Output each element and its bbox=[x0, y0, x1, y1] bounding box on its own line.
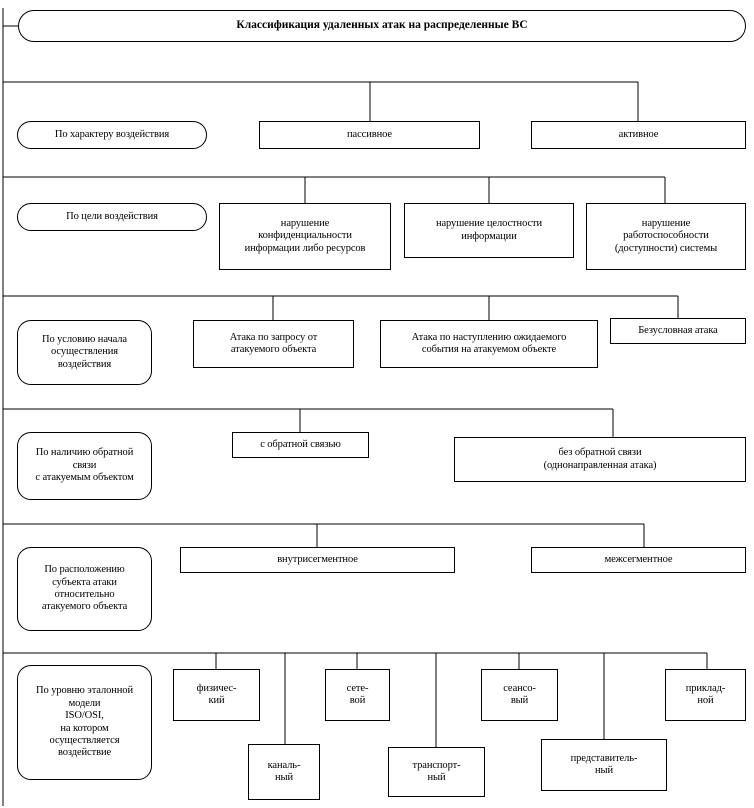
criterion-4-label: По наличию обратной связи с атакуемым об… bbox=[35, 447, 134, 484]
criterion-3: По условию начала осуществления воздейст… bbox=[17, 320, 152, 385]
option-3-1-label: Атака по запросу от атакуемого объекта bbox=[229, 331, 318, 355]
option-6-1: физичес- кий bbox=[173, 669, 260, 721]
option-6-6-label: представитель- ный bbox=[570, 752, 638, 776]
option-5-1-label: внутрисегментное bbox=[277, 553, 358, 565]
option-4-2-label: без обратной связи (однонаправленная ата… bbox=[543, 447, 657, 471]
option-1-2-label: активное bbox=[618, 128, 659, 140]
criterion-3-label: По условию начала осуществления воздейст… bbox=[42, 333, 127, 370]
option-6-6: представитель- ный bbox=[541, 739, 667, 791]
option-5-1: внутрисегментное bbox=[180, 547, 455, 573]
option-1-2: активное bbox=[531, 121, 746, 149]
option-6-4-label: транспорт- ный bbox=[412, 759, 461, 783]
option-6-3-label: сете- вой bbox=[346, 682, 369, 706]
option-6-5: сеансо- вый bbox=[481, 669, 558, 721]
criterion-5: По расположению субъекта атаки относител… bbox=[17, 547, 152, 631]
option-6-5-label: сеансо- вый bbox=[503, 682, 536, 706]
option-1-1-label: пассивное bbox=[347, 128, 392, 140]
option-6-3: сете- вой bbox=[325, 669, 390, 721]
option-2-3: нарушение работоспособности (доступности… bbox=[586, 203, 746, 270]
option-5-2: межсегментное bbox=[531, 547, 746, 573]
option-2-1: нарушение конфиденциальности информации … bbox=[219, 203, 391, 270]
option-6-7: приклад- ной bbox=[665, 669, 746, 721]
option-4-1-label: с обратной связью bbox=[260, 438, 341, 450]
diagram-title-label: Классификация удаленных атак на распреде… bbox=[236, 19, 528, 32]
diagram-title: Классификация удаленных атак на распреде… bbox=[18, 10, 746, 42]
criterion-6: По уровню эталонной модели ISO/OSI, на к… bbox=[17, 665, 152, 780]
option-3-2-label: Атака по наступлению ожидаемого события … bbox=[411, 331, 567, 355]
option-2-3-label: нарушение работоспособности (доступности… bbox=[614, 217, 718, 254]
criterion-1-label: По характеру воздействия bbox=[54, 128, 170, 140]
option-3-2: Атака по наступлению ожидаемого события … bbox=[380, 320, 598, 368]
criterion-2-label: По цели воздействия bbox=[66, 210, 158, 222]
option-2-2: нарушение целостности информации bbox=[404, 203, 574, 258]
option-4-1: с обратной связью bbox=[232, 432, 369, 458]
criterion-4: По наличию обратной связи с атакуемым об… bbox=[17, 432, 152, 500]
criterion-6-label: По уровню эталонной модели ISO/OSI, на к… bbox=[36, 685, 133, 759]
option-2-1-label: нарушение конфиденциальности информации … bbox=[244, 217, 366, 254]
option-5-2-label: межсегментное bbox=[604, 553, 673, 565]
option-3-3-label: Безусловная атака bbox=[638, 324, 718, 336]
criterion-1: По характеру воздействия bbox=[17, 121, 207, 149]
option-2-2-label: нарушение целостности информации bbox=[435, 218, 543, 242]
option-3-1: Атака по запросу от атакуемого объекта bbox=[193, 320, 354, 368]
option-6-1-label: физичес- кий bbox=[196, 682, 237, 706]
option-3-3: Безусловная атака bbox=[610, 318, 746, 344]
criterion-2: По цели воздействия bbox=[17, 203, 207, 231]
criterion-5-label: По расположению субъекта атаки относител… bbox=[41, 564, 128, 613]
option-6-2-label: каналь- ный bbox=[267, 759, 301, 783]
option-6-2: каналь- ный bbox=[248, 744, 320, 800]
option-4-2: без обратной связи (однонаправленная ата… bbox=[454, 437, 746, 482]
option-1-1: пассивное bbox=[259, 121, 480, 149]
option-6-7-label: приклад- ной bbox=[685, 682, 726, 706]
option-6-4: транспорт- ный bbox=[388, 747, 485, 797]
